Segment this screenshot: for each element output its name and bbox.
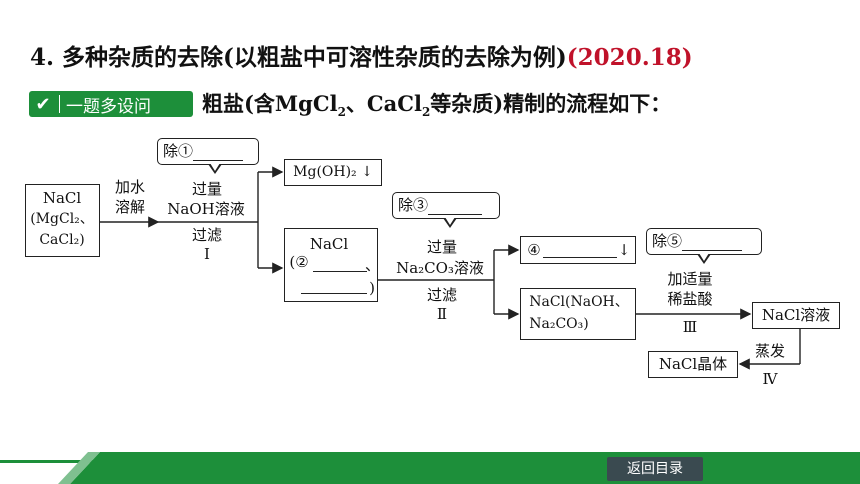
filtrate-1-close: ) <box>369 279 375 297</box>
start-line-1: NaCl <box>42 189 82 207</box>
multi-question-tag: ✔ 一题多设问 <box>29 91 193 117</box>
filtrate-1-nacl: NaCl <box>309 235 349 253</box>
start-line-3: CaCl₂) <box>39 232 85 248</box>
bubble-1-tail-fill <box>210 163 220 171</box>
step3-roman: Ⅲ <box>682 318 698 336</box>
filtrate-1-blank-2 <box>301 293 367 294</box>
step2-excess: 过量 <box>426 238 457 256</box>
step1-roman: Ⅰ <box>204 245 210 263</box>
step2-roman: Ⅱ <box>436 305 448 323</box>
remove-bubble-5: 除⑤ <box>646 228 762 264</box>
bubble-1-blank <box>193 160 244 161</box>
tag-label: 一题多设问 <box>66 96 151 117</box>
filtrate-1-q2: (② <box>289 253 309 271</box>
filtrate-1-box: NaCl (② 、 ) <box>284 228 381 302</box>
flow-intro: 粗盐(含MgCl2、CaCl2等杂质)精制的流程如下： <box>202 88 671 119</box>
question-title: 4. 多种杂质的去除(以粗盐中可溶性杂质的去除为例)(2020.18) <box>30 38 693 72</box>
precip-4-label: ④ <box>527 241 541 259</box>
bubble-3-tail-fill <box>445 217 455 225</box>
intro-sub2: 2 <box>421 105 431 120</box>
title-year: (2020.18) <box>566 44 693 71</box>
filtrate-2-box: NaCl(NaOH、 Na₂CO₃) <box>520 288 636 340</box>
crude-salt-box: NaCl (MgCl₂、 CaCl₂) <box>25 184 100 257</box>
filtrate-2-line-2: Na₂CO₃) <box>529 316 589 332</box>
step2-reagent: Na₂CO₃溶液 <box>396 259 484 277</box>
step1-excess: 过量 <box>191 180 222 198</box>
bubble-3-label: 除③ <box>398 196 429 214</box>
step3-reagent: 稀盐酸 <box>667 290 713 308</box>
nacl-crystal-text: NaCl晶体 <box>658 355 728 373</box>
step3-amount: 加适量 <box>667 270 713 288</box>
step1-filter: 过滤 <box>191 226 222 244</box>
back-to-toc-button[interactable]: 返回目录 <box>607 457 703 481</box>
intro-sub1: 2 <box>337 105 346 120</box>
remove-bubble-1: 除① <box>157 138 259 174</box>
bubble-5-blank <box>682 250 743 251</box>
step4-evaporate: 蒸发 <box>754 342 785 360</box>
intro-prefix: 粗盐(含MgCl <box>202 91 338 116</box>
dissolve-label-1: 加水 <box>114 178 145 196</box>
nacl-crystal-box: NaCl晶体 <box>648 351 738 378</box>
precip-4-blank <box>543 257 617 258</box>
step2-filter: 过滤 <box>426 286 457 304</box>
bubble-5-tail-fill <box>699 253 709 261</box>
title-text: 4. 多种杂质的去除(以粗盐中可溶性杂质的去除为例) <box>30 44 567 71</box>
filtrate-1-sep: 、 <box>365 256 381 274</box>
remove-bubble-3: 除③ <box>392 192 500 228</box>
precipitate-4-box: ④ ↓ <box>520 236 636 264</box>
check-icon: ✔ <box>35 93 51 115</box>
dissolve-label-2: 溶解 <box>114 198 145 216</box>
precip-4-down-icon: ↓ <box>617 241 631 259</box>
nacl-solution-box: NaCl溶液 <box>752 302 840 329</box>
mgoh-box: Mg(OH)₂ ↓ <box>284 159 382 186</box>
nacl-solution-text: NaCl溶液 <box>761 306 831 324</box>
step4-roman: Ⅳ <box>762 370 778 388</box>
step1-reagent: NaOH溶液 <box>167 200 245 218</box>
filtrate-1-blank-1 <box>313 271 367 272</box>
filtrate-2-line-1: NaCl(NaOH、 <box>529 294 629 310</box>
bubble-3-blank <box>428 214 483 215</box>
mgoh-text: Mg(OH)₂ ↓ <box>293 164 373 180</box>
intro-mid: 、CaCl <box>345 91 422 116</box>
tag-divider <box>59 95 60 113</box>
start-line-2: (MgCl₂、 <box>30 211 94 227</box>
footer-bar <box>0 452 860 484</box>
intro-suffix: 等杂质)精制的流程如下： <box>430 91 672 116</box>
bubble-5-label: 除⑤ <box>652 232 683 250</box>
bubble-1-label: 除① <box>163 142 194 160</box>
